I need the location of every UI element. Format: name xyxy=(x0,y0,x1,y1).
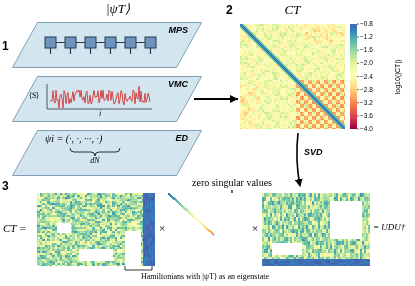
equation-term: = UDU† xyxy=(373,223,405,233)
product-sign: × xyxy=(252,222,258,234)
axis-label: ⟨S⟩ xyxy=(29,92,39,101)
tick-mark xyxy=(357,76,359,77)
method-layer: ED xyxy=(12,130,202,176)
tensor-square xyxy=(145,37,156,48)
physical-leg xyxy=(70,48,71,54)
heatmap-matrix: CT xyxy=(240,24,345,129)
tick-mark xyxy=(357,50,359,51)
svd-arrow xyxy=(297,133,300,186)
layer-label: VMC xyxy=(12,76,202,90)
tick-mark xyxy=(357,63,359,64)
colorbar-tick: −3.2 xyxy=(360,99,373,106)
tensor-square xyxy=(45,37,56,48)
axis-line xyxy=(47,84,48,109)
dimension-label: dN xyxy=(90,157,99,166)
colorbar-tick: −4.0 xyxy=(360,125,373,132)
colorbar-ticks xyxy=(357,24,359,129)
tensor-square xyxy=(65,37,76,48)
callout-number: 2 xyxy=(226,4,233,17)
axis-label: i xyxy=(99,110,101,119)
matrix-d xyxy=(168,193,248,266)
heatmap-image xyxy=(240,24,345,129)
colorbar-tick: −2.0 xyxy=(360,59,373,66)
matrix-frame xyxy=(169,194,248,266)
callout-number: 1 xyxy=(2,40,9,53)
colorbar-tick: −2.8 xyxy=(360,86,373,93)
plane-shape xyxy=(13,131,202,176)
annotation: zero singular values xyxy=(192,177,272,188)
colorbar-title: log10(|CT|) xyxy=(393,60,401,95)
colorbar-tick: −3.6 xyxy=(360,112,373,119)
wavefunction-vector: ψi = (·, ·, ···, ·) xyxy=(45,133,102,144)
physical-leg xyxy=(150,48,151,54)
colorbar-tick: −1.6 xyxy=(360,46,373,53)
colorbar xyxy=(350,24,357,129)
equation-term: CT = xyxy=(3,222,26,234)
plane-outline xyxy=(12,130,202,176)
colorbar-tick: −2.4 xyxy=(360,73,373,80)
matrix-heading: CT xyxy=(240,3,345,17)
tick-mark xyxy=(357,89,359,90)
physical-leg xyxy=(90,48,91,54)
product-sign: × xyxy=(159,222,165,234)
tick-mark xyxy=(357,129,359,130)
state-ket: |ψT⟩ xyxy=(106,2,130,16)
matrix-udagger xyxy=(262,193,370,266)
layer-label: MPS xyxy=(12,22,202,36)
plane-shape xyxy=(13,77,202,122)
plane-shape xyxy=(13,23,202,68)
annotation: Hamiltonians with |ψT⟩ as an eigenstate xyxy=(141,273,269,282)
colorbar-tick: −0.8 xyxy=(360,20,373,27)
physical-leg xyxy=(50,48,51,54)
tensor-square xyxy=(125,37,136,48)
method-layer: VMC xyxy=(12,76,202,122)
matrix-u xyxy=(37,193,155,266)
physical-leg xyxy=(110,48,111,54)
tensor-square xyxy=(105,37,116,48)
tick-mark xyxy=(357,115,359,116)
callout-number: 3 xyxy=(2,180,9,193)
operation-label: SVD xyxy=(304,148,323,158)
tensor-square xyxy=(85,37,96,48)
tick-mark xyxy=(357,102,359,103)
tick-mark xyxy=(357,37,359,38)
method-layer: MPS xyxy=(12,22,202,68)
tick-mark xyxy=(357,24,359,25)
physical-leg xyxy=(130,48,131,54)
colorbar-tick: −1.2 xyxy=(360,33,373,40)
flow-arrow xyxy=(194,95,238,103)
bracket xyxy=(125,266,152,270)
layer-label: ED xyxy=(12,130,202,144)
